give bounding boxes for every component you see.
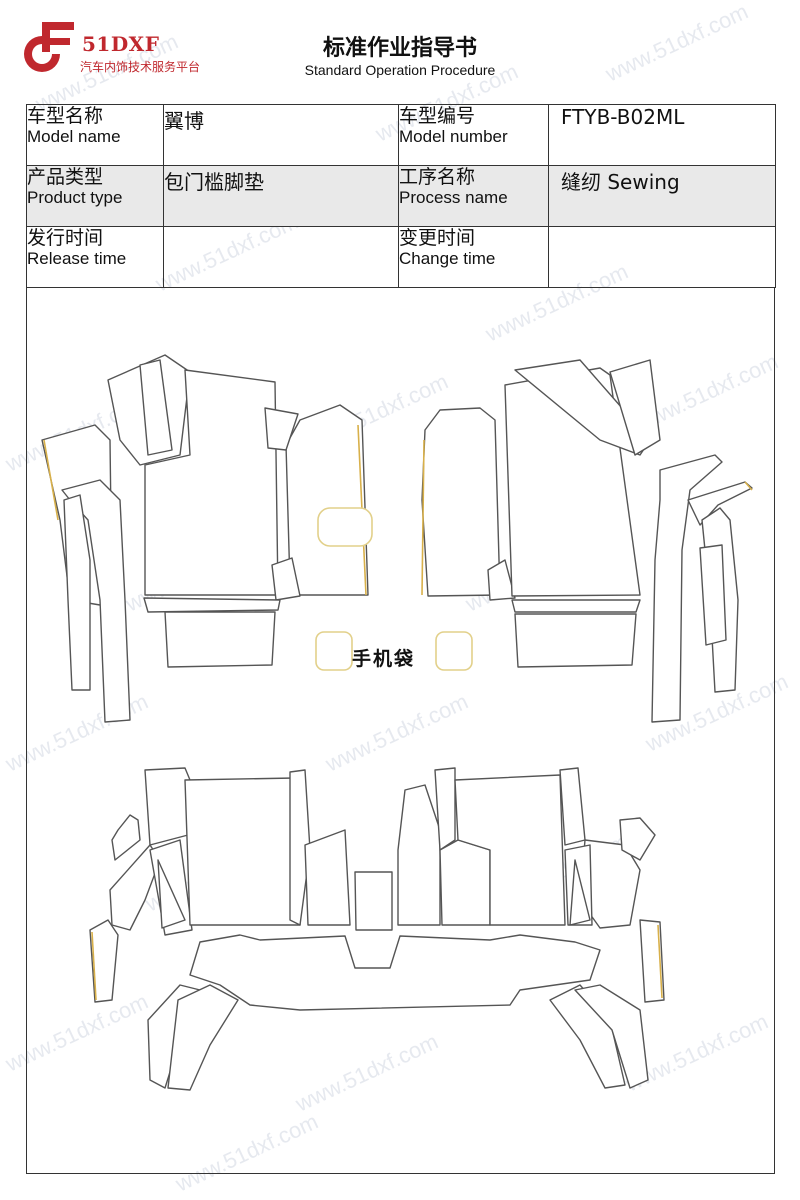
mat-piece xyxy=(487,559,516,601)
table-row: 发行时间 Release time 变更时间 Change time xyxy=(26,226,776,288)
trim-edge xyxy=(421,439,425,596)
mat-piece xyxy=(639,919,665,1003)
mat-piece xyxy=(184,777,301,926)
mat-piece xyxy=(144,369,279,596)
trim-edge xyxy=(657,924,663,999)
mat-piece xyxy=(285,404,369,596)
brand-logo: 51DXF 汽车内饰技术服务平台 xyxy=(22,18,232,78)
mat-piece xyxy=(354,871,393,931)
mat-piece xyxy=(143,597,281,613)
mat-piece xyxy=(559,767,586,846)
mat-piece xyxy=(157,859,186,929)
info-table: 车型名称 Model name 翼博 车型编号 Model number FTY… xyxy=(26,104,776,288)
mat-piece xyxy=(397,784,441,926)
mat-piece xyxy=(619,817,656,861)
brand-logo-mark-icon xyxy=(24,22,74,72)
brand-name: 51DXF xyxy=(82,32,160,56)
drawing-frame xyxy=(26,288,775,1174)
document-subtitle: Standard Operation Procedure xyxy=(304,62,496,78)
mat-piece xyxy=(651,454,723,723)
mat-piece xyxy=(511,599,641,613)
mat-piece xyxy=(687,481,753,526)
model-number-label: 车型编号 Model number xyxy=(398,104,549,166)
mat-piece xyxy=(304,829,351,926)
phone-pocket xyxy=(315,631,353,671)
document-title: 标准作业指导书 xyxy=(322,36,477,61)
change-time-label: 变更时间 Change time xyxy=(398,226,549,288)
phone-pocket xyxy=(435,631,473,671)
mat-piece xyxy=(144,767,191,846)
mat-piece xyxy=(89,919,119,1003)
mat-piece xyxy=(289,769,311,926)
mat-piece xyxy=(139,359,173,456)
phone-pocket xyxy=(317,507,373,547)
mat-piece xyxy=(63,494,91,691)
mat-piece xyxy=(439,839,491,926)
product-type-value: 包门槛脚垫 xyxy=(163,165,399,227)
trim-edge xyxy=(43,439,59,521)
mat-piece xyxy=(421,407,501,597)
mat-piece xyxy=(111,814,141,861)
mat-piece xyxy=(264,407,299,451)
release-time-value xyxy=(163,226,399,288)
process-name-label: 工序名称 Process name xyxy=(398,165,549,227)
change-time-value xyxy=(548,226,776,288)
mat-piece xyxy=(699,544,727,646)
mat-piece xyxy=(434,767,456,851)
model-number-value: FTYB-B02ML xyxy=(548,104,776,166)
mat-piece xyxy=(549,984,626,1089)
mat-piece xyxy=(574,984,649,1089)
table-row: 产品类型 Product type 包门槛脚垫 工序名称 Process nam… xyxy=(26,165,776,227)
rear-mat-piece xyxy=(189,934,601,1011)
mat-piece xyxy=(514,613,637,668)
trim-edge xyxy=(744,481,753,491)
product-type-label: 产品类型 Product type xyxy=(26,165,164,227)
mat-piece xyxy=(609,359,661,456)
mat-piece xyxy=(164,611,276,668)
mat-piece xyxy=(569,859,591,926)
brand-tagline: 汽车内饰技术服务平台 xyxy=(80,60,201,74)
mat-piece xyxy=(271,557,301,601)
phone-pocket-label: 手机袋 xyxy=(352,648,416,670)
process-name-value: 缝纫 Sewing xyxy=(548,165,776,227)
trim-edge xyxy=(91,931,97,1001)
mat-piece xyxy=(167,984,239,1091)
